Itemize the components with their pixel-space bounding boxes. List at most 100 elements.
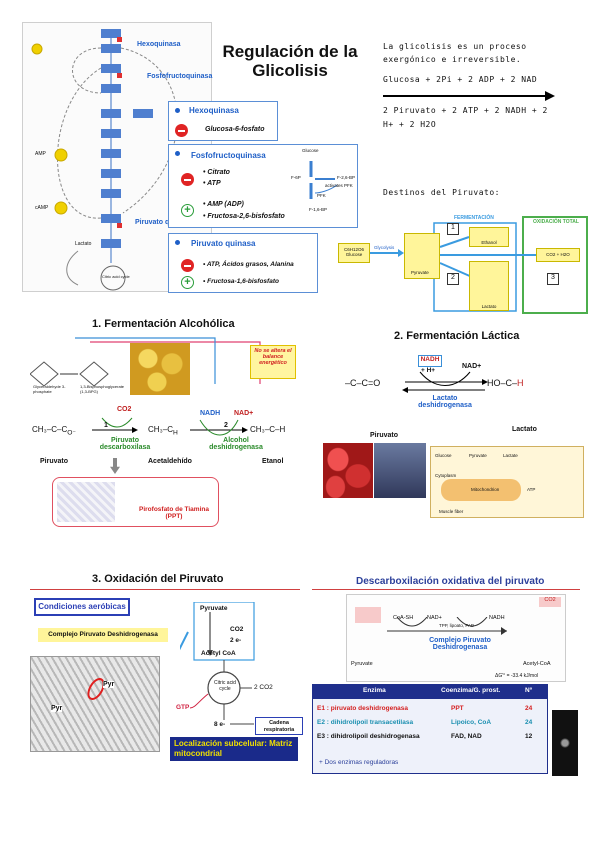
enzyme-table-header: Enzima Coenzima/G. prost. Nº xyxy=(313,685,547,699)
page-title: Regulación de la Glicolisis xyxy=(222,42,358,80)
tpp-structure xyxy=(57,482,115,522)
pfk-f16bp: F-1,6-BP xyxy=(309,207,328,212)
lac-lactato: Lactato xyxy=(512,426,537,433)
muscle-cytoplasm: Cytoplasm xyxy=(435,473,457,478)
enzyme-table: Enzima Coenzima/G. prost. Nº E1 : piruva… xyxy=(312,684,548,774)
tpp-label: Pirofosfato de Tiamina (PPT) xyxy=(139,506,209,520)
row2-n: 24 xyxy=(525,719,533,726)
muscle-mito: Mitochondrion xyxy=(471,487,500,492)
pathway-enzyme-pk: Piruvato quinasa xyxy=(135,219,192,226)
row1-enz: E1 : piruvato deshidrogenasa xyxy=(317,705,409,712)
row3-enz: E3 : dihidrolipoil deshidrogenasa xyxy=(317,733,420,740)
reg-pfk-panel: Fosfofructoquinasa • Citrato • ATP + • A… xyxy=(168,144,358,228)
pfk-f26bp: F-2,6-BP xyxy=(337,175,356,180)
ox-pyruvate: Pyruvate xyxy=(200,605,228,612)
alcoholic-arrows xyxy=(92,417,248,436)
table-row: E3 : dihidrolipoil deshidrogenasa FAD, N… xyxy=(313,731,547,745)
decarbox-rule xyxy=(312,589,580,590)
alc-etanol-struct: CH₃–C–H xyxy=(250,425,286,434)
fate-num-1: 1 xyxy=(447,223,459,235)
reg-pfk-title: Fosfofructoquinasa xyxy=(191,151,266,160)
intro-text: La glicolisis es un proceso exergónico e… xyxy=(383,42,527,64)
pfk-f6p: F-6P xyxy=(291,175,301,180)
lactic-arrows xyxy=(402,371,488,393)
alc-co2: CO2 xyxy=(117,406,132,413)
ox-cadena-box: Cadena respiratoria xyxy=(255,717,303,735)
lactic-title: 2. Fermentación Láctica xyxy=(394,330,520,342)
reg-hexo-inhibitor: Glucosa-6-fosfato xyxy=(205,126,265,133)
th-coenzima: Coenzima/G. prost. xyxy=(441,687,501,694)
muscle-diagram: Glucose Pyruvate Lactate Mitochondrion M… xyxy=(430,446,584,518)
pathway-camp-label: cAMP xyxy=(35,205,49,211)
row1-co: PPT xyxy=(451,705,464,712)
lac-h: + H+ xyxy=(421,367,436,374)
fate-ethanol-box: Ethanol xyxy=(469,227,509,247)
pfk-glucose: Glucose xyxy=(302,148,319,153)
lac-nadh-box: NADH xyxy=(418,355,442,367)
fates-diagram: C6H12O6 Glucose Glycolysis Pyruvate FERM… xyxy=(336,213,589,315)
fate-num-2: 2 xyxy=(447,273,459,285)
fate-pyruvate-label: Pyruvate xyxy=(411,270,429,275)
alc-nad: NAD+ xyxy=(234,410,254,417)
ox-e: 2 e- xyxy=(230,637,242,644)
decarbox-complex: Complejo Piruvato Deshidrogenasa xyxy=(429,637,491,651)
decarbox-nad: NAD+ xyxy=(427,615,442,621)
equation-right: 2 Piruvato + 2 ATP + 2 NADH + 2 H+ + 2 H… xyxy=(383,106,548,129)
oxidation-diagram xyxy=(180,602,255,725)
decarbox-co2-box: CO2 xyxy=(539,597,561,607)
micrograph-image xyxy=(552,710,578,776)
pathway-cycle-label: Citric acid cycle xyxy=(102,274,130,279)
alc-step2: 2 xyxy=(224,422,228,429)
alc-acetaldehido: Acetaldehído xyxy=(148,458,192,465)
decarbox-arrow xyxy=(387,617,507,635)
localization-box: Localización subcelular: Matriz mitocond… xyxy=(170,737,298,761)
tpp-box: Pirofosfato de Tiamina (PPT) xyxy=(52,477,219,527)
reg-pk-inhib: • ATP, Ácidos grasos, Alanina xyxy=(203,261,294,268)
alc-enz1: Piruvato descarboxilasa xyxy=(99,437,151,451)
table-row: E2 : dihidrolipoil transacetilasa Lipoic… xyxy=(313,717,547,731)
equation-left: Glucosa + 2Pi + 2 ADP + 2 NAD xyxy=(383,75,538,84)
pathway-amp-label: AMP xyxy=(35,151,46,157)
row1-n: 24 xyxy=(525,705,533,712)
oxidation-rule xyxy=(30,589,300,590)
alc-enz2: Alcohol deshidrogenasa xyxy=(209,437,263,451)
aerobic-box: Condiciones aeróbicas xyxy=(34,598,130,616)
table-row: E1 : piruvato deshidrogenasa PPT 24 xyxy=(313,703,547,717)
th-num: Nº xyxy=(525,687,533,694)
muscle-lactate: Lactate xyxy=(503,453,518,458)
decarbox-nadh: NADH xyxy=(489,615,505,621)
athlete-image xyxy=(374,443,426,498)
row2-co: Lipoico, CoA xyxy=(451,719,492,726)
reg-pk-act: • Fructosa-1,6-bisfosfato xyxy=(203,278,279,285)
ox-acetyl: Acetyl CoA xyxy=(201,650,236,657)
fate-glycolysis: Glycolysis xyxy=(374,245,395,250)
pathway-enzyme-pfk: Fosfofructoquinasa xyxy=(147,73,213,80)
table-footer: + Dos enzimas reguladoras xyxy=(319,759,399,766)
reg-hexoquinasa-panel: Hexoquinasa Glucosa-6-fosfato xyxy=(168,101,278,141)
decarbox-pyruvate-struct xyxy=(355,607,381,623)
ox-pyr1: Pyr xyxy=(103,681,115,688)
pfk-pfk: PFK xyxy=(317,193,326,198)
glucose-node xyxy=(101,29,121,38)
pdh-complex-label: Complejo Piruvato Deshidrogenasa xyxy=(38,628,168,642)
reg-pk-panel: Piruvato quinasa • ATP, Ácidos grasos, A… xyxy=(168,233,318,293)
ox-pyr2: Pyr xyxy=(51,705,63,712)
decarbox-pyruvate: Pyruvate xyxy=(351,661,373,667)
ox-co2: CO2 xyxy=(230,626,244,633)
lac-piruvato: Piruvato xyxy=(370,432,399,439)
oxidation-title: 3. Oxidación del Piruvato xyxy=(92,573,224,585)
lac-lactato-struct: HO–C–H xyxy=(487,378,524,388)
fate-co2-box: CO2 + H2O xyxy=(536,248,580,262)
inhibit-icon xyxy=(181,173,194,186)
alc-piruvato-struct: CH₃–C–CO⁻ xyxy=(32,425,76,437)
alcoholic-note: No se altera el balance energético xyxy=(250,345,296,379)
alcoholic-13bpg: 1,3-Bisphosphoglycerate (1,3-BPG) xyxy=(80,384,125,394)
alcoholic-title: 1. Fermentación Alcohólica xyxy=(92,318,235,330)
pathway-lactate-label: Lactato xyxy=(75,241,92,247)
ox-co2b: 2 CO2 xyxy=(254,684,273,691)
fate-lactate-box: Lactato xyxy=(469,261,509,311)
row2-enz: E2 : dihidrolipoil transacetilasa xyxy=(317,719,414,726)
decarbox-diagram: CO2 CoA-SH NAD+ TPP, lipoato, FAD NADH C… xyxy=(346,594,566,682)
reg-pk-title: Piruvato quinasa xyxy=(191,239,256,248)
fate-oxidacion: OXIDACIÓN TOTAL xyxy=(533,219,579,225)
